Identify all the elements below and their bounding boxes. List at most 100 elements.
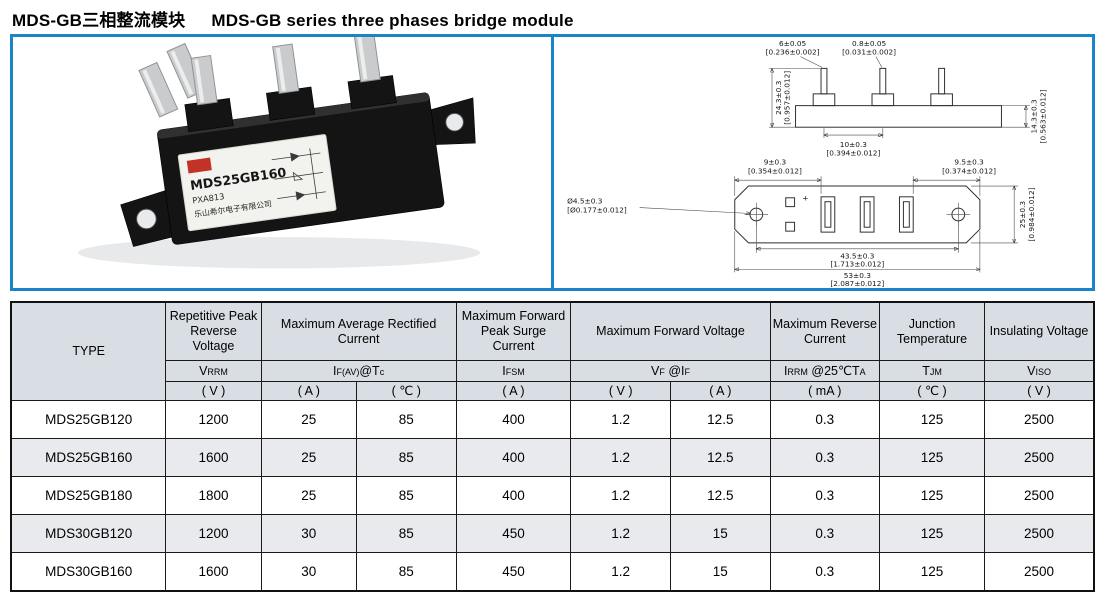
dim-edge-right-in: [0.374±0.012] bbox=[942, 166, 996, 175]
group-header-ifsm: Maximum Forward Peak Surge Current bbox=[455, 301, 572, 361]
value-cell: 2500 bbox=[984, 552, 1095, 592]
value-cell: 1.2 bbox=[570, 400, 671, 439]
type-cell: MDS25GB180 bbox=[10, 476, 167, 515]
group-header-irrm: Maximum Reverse Current bbox=[769, 301, 881, 361]
dim-edge-left-mm: 9±0.3 bbox=[764, 157, 787, 166]
value-cell: 0.3 bbox=[769, 438, 881, 477]
type-cell: MDS25GB160 bbox=[10, 438, 167, 477]
symbol-irrm: IRRM @25℃TA bbox=[769, 360, 881, 382]
value-cell: 0.3 bbox=[769, 400, 881, 439]
value-cell: 1.2 bbox=[570, 438, 671, 477]
dim-body-width-in: [0.984±0.012] bbox=[1027, 187, 1036, 241]
table-row: MDS30GB120 1200 30 85 450 1.2 15 0.3 125… bbox=[10, 514, 1095, 553]
value-cell: 85 bbox=[355, 552, 457, 592]
plan-view: + bbox=[734, 185, 981, 244]
value-cell: 30 bbox=[260, 514, 357, 553]
value-cell: 1.2 bbox=[570, 476, 671, 515]
type-cell: MDS30GB160 bbox=[10, 552, 167, 592]
group-header-tjm: Junction Temperature bbox=[878, 301, 986, 361]
unit-header-row: ( V ) ( A ) ( ℃ ) ( A ) ( V ) ( A ) ( mA… bbox=[11, 381, 1095, 401]
group-header-row: TYPE Repetitive Peak Reverse Voltage Max… bbox=[10, 301, 1095, 401]
unit-cell: ( mA ) bbox=[769, 381, 881, 401]
photo-shadow bbox=[78, 237, 481, 269]
unit-cell: ( V ) bbox=[165, 381, 262, 401]
dim-tab-width-mm: 6±0.05 bbox=[779, 39, 807, 48]
title-english: MDS-GB series three phases bridge module bbox=[211, 11, 574, 30]
side-view bbox=[795, 67, 1002, 128]
label-background bbox=[177, 134, 337, 232]
polarity-plus-mark: + bbox=[802, 194, 808, 203]
outline-drawing: 6±0.05 [0.236±0.002] 0.8±0.05 [0.031±0.0… bbox=[567, 39, 1047, 288]
value-cell: 1800 bbox=[165, 476, 262, 515]
label-code-text: PXA813 bbox=[192, 191, 225, 205]
dim-hole-dia-in: [Ø0.177±0.012] bbox=[567, 206, 627, 215]
dim-hole-dia-mm: Ø4.5±0.3 bbox=[567, 197, 603, 206]
value-cell: 25 bbox=[260, 400, 357, 439]
value-cell: 400 bbox=[455, 438, 572, 477]
symbol-header-row: VRRM IF(AV)@Tc IFSM VF @IF IRRM @25℃TA T… bbox=[11, 360, 1095, 382]
page-title: MDS-GB三相整流模块 MDS-GB series three phases b… bbox=[12, 6, 574, 31]
title-chinese: MDS-GB三相整流模块 bbox=[12, 11, 186, 30]
value-cell: 25 bbox=[260, 438, 357, 477]
unit-cell: ( V ) bbox=[570, 381, 671, 401]
product-label: MDS25GB160 PXA813 乐山希尔电子有限公司 bbox=[177, 134, 337, 232]
dim-hole-pitch-mm: 43.5±0.3 bbox=[840, 252, 875, 261]
value-cell: 12.5 bbox=[670, 438, 771, 477]
top-panels: MDS25GB160 PXA813 乐山希尔电子有限公司 bbox=[10, 34, 1095, 291]
table-row: MDS25GB120 1200 25 85 400 1.2 12.5 0.3 1… bbox=[10, 400, 1095, 439]
value-cell: 0.3 bbox=[769, 476, 881, 515]
value-cell: 1.2 bbox=[570, 514, 671, 553]
value-cell: 125 bbox=[878, 476, 986, 515]
unit-cell: ( V ) bbox=[984, 381, 1095, 401]
product-photo-panel: MDS25GB160 PXA813 乐山希尔电子有限公司 bbox=[13, 37, 554, 288]
brand-logo bbox=[186, 157, 212, 174]
unit-cell: ( ℃ ) bbox=[355, 381, 457, 401]
value-cell: 1200 bbox=[165, 514, 262, 553]
outline-drawing-panel: 6±0.05 [0.236±0.002] 0.8±0.05 [0.031±0.0… bbox=[554, 37, 1092, 288]
symbol-vrrm: VRRM bbox=[165, 360, 262, 382]
left-mounting-hole bbox=[136, 208, 157, 230]
value-cell: 15 bbox=[670, 552, 771, 592]
table-row: MDS25GB180 1800 25 85 400 1.2 12.5 0.3 1… bbox=[10, 476, 1095, 515]
dim-overall-length-in: [2.087±0.012] bbox=[830, 279, 884, 288]
value-cell: 1600 bbox=[165, 552, 262, 592]
value-cell: 85 bbox=[355, 438, 457, 477]
value-cell: 450 bbox=[455, 552, 572, 592]
ac-terminal-blades bbox=[184, 37, 397, 133]
symbol-ifav: IF(AV)@Tc bbox=[260, 360, 457, 382]
value-cell: 0.3 bbox=[769, 514, 881, 553]
type-cell: MDS25GB120 bbox=[10, 400, 167, 439]
unit-cell: ( A ) bbox=[260, 381, 357, 401]
dim-edge-right-mm: 9.5±0.3 bbox=[954, 157, 984, 166]
dim-tab-pitch-in: [0.394±0.012] bbox=[826, 149, 880, 158]
label-circuit-diagram bbox=[271, 148, 326, 201]
symbol-vf: VF @IF bbox=[570, 360, 771, 382]
unit-cell: ( A ) bbox=[455, 381, 572, 401]
dim-overall-height-in: [0.957±0.012] bbox=[783, 71, 792, 125]
value-cell: 2500 bbox=[984, 476, 1095, 515]
dim-body-height-mm: 14.3±0.3 bbox=[1030, 99, 1039, 134]
symbol-tjm: TJM bbox=[878, 360, 986, 382]
value-cell: 2500 bbox=[984, 400, 1095, 439]
spec-table: TYPE Repetitive Peak Reverse Voltage Max… bbox=[10, 301, 1095, 592]
table-row: MDS25GB160 1600 25 85 400 1.2 12.5 0.3 1… bbox=[10, 438, 1095, 477]
dim-overall-length-mm: 53±0.3 bbox=[844, 271, 872, 280]
dim-tab-thickness-in: [0.031±0.002] bbox=[842, 48, 896, 57]
unit-cell: ( A ) bbox=[670, 381, 771, 401]
value-cell: 1600 bbox=[165, 438, 262, 477]
value-cell: 125 bbox=[878, 400, 986, 439]
value-cell: 25 bbox=[260, 476, 357, 515]
value-cell: 12.5 bbox=[670, 400, 771, 439]
value-cell: 1200 bbox=[165, 400, 262, 439]
symbol-viso: VISO bbox=[984, 360, 1095, 382]
value-cell: 85 bbox=[355, 400, 457, 439]
value-cell: 85 bbox=[355, 514, 457, 553]
group-header-vrrm: Repetitive Peak Reverse Voltage bbox=[165, 301, 262, 361]
value-cell: 2500 bbox=[984, 514, 1095, 553]
value-cell: 12.5 bbox=[670, 476, 771, 515]
value-cell: 1.2 bbox=[570, 552, 671, 592]
value-cell: 125 bbox=[878, 438, 986, 477]
type-cell: MDS30GB120 bbox=[10, 514, 167, 553]
value-cell: 400 bbox=[455, 476, 572, 515]
